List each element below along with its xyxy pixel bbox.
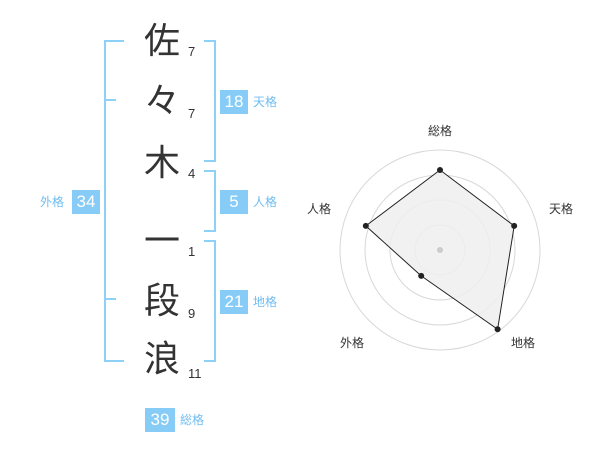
radar-label-gaikaku: 外格 [339, 336, 364, 350]
soukaku-value: 39 [145, 408, 175, 432]
stroke-count-4: 1 [188, 244, 196, 259]
radar-label-jinkaku: 人格 [306, 202, 331, 216]
name-char-6: 浪 [143, 339, 180, 380]
chikaku-label: 地格 [253, 295, 278, 309]
gaikaku-tick-2 [104, 298, 116, 300]
radar-center-dot [437, 247, 443, 253]
gaikaku-value: 34 [72, 190, 100, 214]
name-char-2: 々 [143, 81, 180, 122]
name-char-1: 佐 [143, 21, 180, 62]
stroke-count-3: 4 [188, 166, 196, 181]
radar-point-2 [511, 222, 518, 229]
radar-label-soukaku: 総格 [427, 124, 452, 138]
radar-point-4 [418, 272, 425, 279]
stroke-count-1: 7 [188, 44, 196, 59]
tenkaku-value: 18 [220, 90, 248, 114]
name-char-5: 段 [143, 281, 180, 322]
radar-ring-1 [339, 149, 541, 351]
chikaku-bracket [204, 240, 216, 362]
stroke-count-5: 9 [188, 306, 196, 321]
soukaku-label: 総格 [180, 413, 205, 427]
jinkaku-label: 人格 [253, 195, 278, 209]
name-char-3: 木 [143, 143, 180, 184]
gaikaku-bracket [104, 40, 124, 362]
jinkaku-value: 5 [220, 190, 248, 214]
jinkaku-bracket [204, 170, 216, 232]
radar-point-5 [362, 222, 369, 229]
radar-label-chikaku: 地格 [510, 336, 535, 350]
radar-point-3 [494, 326, 501, 333]
radar-point-1 [437, 167, 443, 173]
chikaku-value: 21 [220, 290, 248, 314]
stroke-count-6: 11 [188, 366, 202, 381]
tenkaku-bracket [204, 40, 216, 162]
stroke-count-2: 7 [188, 106, 196, 121]
gaikaku-tick-1 [104, 99, 116, 101]
name-char-4: 一 [143, 221, 180, 262]
tenkaku-label: 天格 [253, 95, 278, 109]
gaikaku-label: 外格 [40, 195, 65, 209]
radar-label-tenkaku: 天格 [548, 202, 573, 216]
